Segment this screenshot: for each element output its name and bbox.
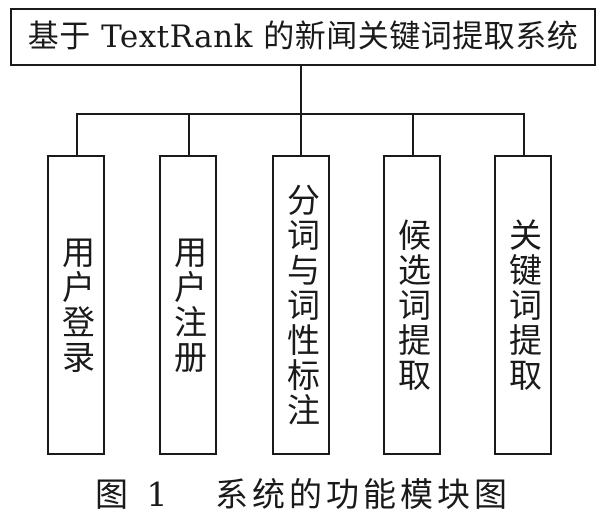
root-module-box: 基于 TextRank 的新闻关键词提取系统 <box>10 8 596 66</box>
connector-drop-3 <box>300 113 302 156</box>
module-box-segmentation-pos: 分词与词性标注 <box>272 155 330 455</box>
connector-trunk <box>300 66 302 115</box>
connector-drop-2 <box>188 113 190 156</box>
connector-drop-1 <box>76 113 78 156</box>
module-box-candidate-extraction: 候选词提取 <box>383 155 441 455</box>
module-label-user-login: 用户登录 <box>56 235 96 375</box>
module-label-segmentation-pos: 分词与词性标注 <box>281 182 321 428</box>
root-module-label: 基于 TextRank 的新闻关键词提取系统 <box>27 18 579 55</box>
module-label-keyword-extraction: 关键词提取 <box>503 217 543 393</box>
connector-drop-5 <box>523 113 525 156</box>
module-label-candidate-extraction: 候选词提取 <box>392 217 432 393</box>
module-box-user-login: 用户登录 <box>47 155 105 455</box>
module-box-user-register: 用户注册 <box>159 155 217 455</box>
figure-caption: 图 1 系统的功能模块图 <box>95 475 511 514</box>
connector-drop-4 <box>412 113 414 156</box>
module-label-user-register: 用户注册 <box>168 235 208 375</box>
module-box-keyword-extraction: 关键词提取 <box>494 155 552 455</box>
